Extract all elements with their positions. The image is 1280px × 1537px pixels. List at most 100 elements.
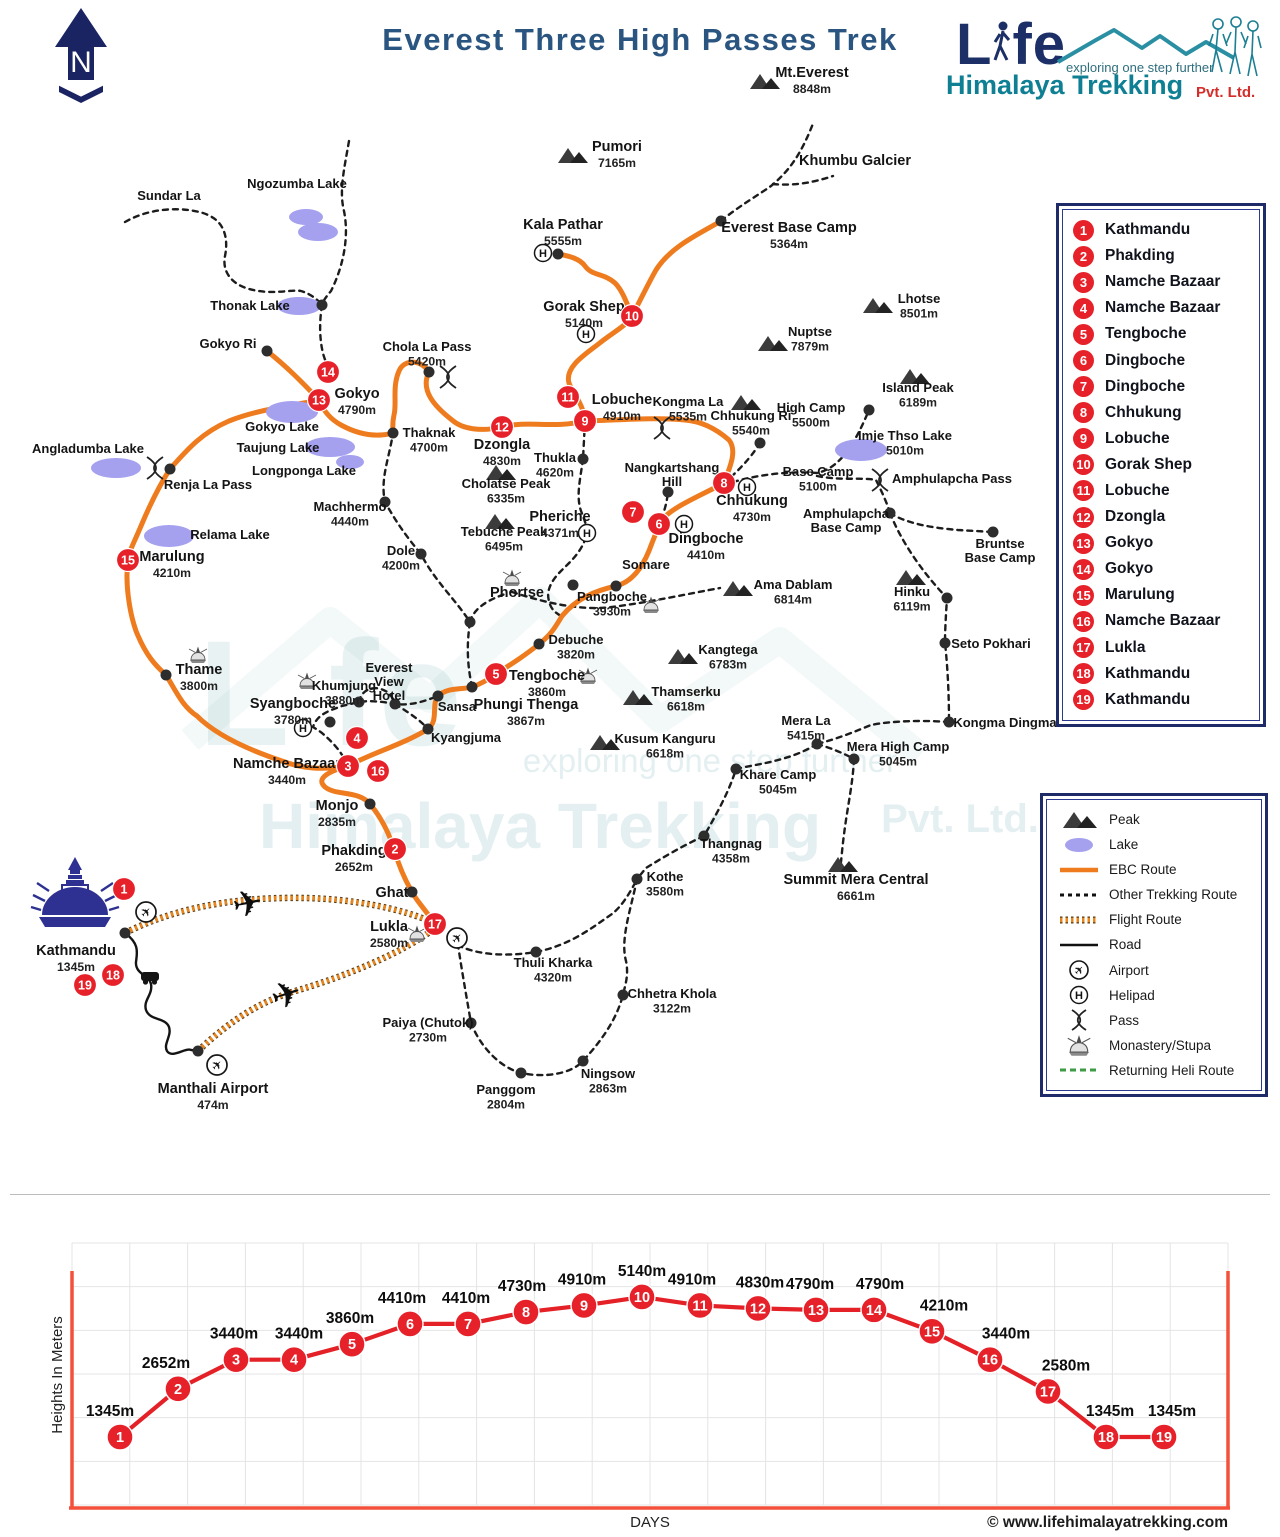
map-label-ngozumba-lake: Ngozumba Lake: [247, 176, 347, 191]
svg-text:Hinku: Hinku: [894, 584, 930, 599]
svg-text:11: 11: [561, 390, 574, 404]
svg-text:1345m: 1345m: [57, 960, 95, 974]
svg-text:4210m: 4210m: [153, 566, 191, 580]
svg-text:3122m: 3122m: [653, 1002, 691, 1016]
day-place-label: Namche Bazaar: [1105, 299, 1221, 317]
svg-text:7165m: 7165m: [598, 156, 636, 170]
map-label-seto-pokhari: Seto Pokhari: [951, 636, 1030, 651]
map-label-relama-lake: Relama Lake: [190, 527, 270, 542]
svg-text:Nangkartshang: Nangkartshang: [625, 460, 720, 475]
map-day-marker-6: 6: [646, 511, 672, 537]
svg-text:4910m: 4910m: [558, 1271, 606, 1288]
svg-text:Thangnag: Thangnag: [700, 836, 762, 851]
svg-text:8: 8: [721, 476, 728, 490]
svg-text:13: 13: [808, 1303, 824, 1319]
legend-item-pass: Pass: [1057, 1008, 1251, 1032]
map-day-marker-12: 12: [489, 414, 515, 440]
svg-text:3440m: 3440m: [268, 773, 306, 787]
svg-text:Monjo: Monjo: [316, 798, 359, 814]
legend-label: Monastery/Stupa: [1109, 1037, 1212, 1053]
svg-text:4910m: 4910m: [603, 409, 641, 423]
map-day-marker-14: 14: [315, 359, 341, 385]
svg-text:Lobuche: Lobuche: [592, 392, 652, 408]
monastery-icon: [502, 569, 522, 587]
svg-text:Pheriche: Pheriche: [529, 509, 590, 525]
day-place-label: Namche Bazaar: [1105, 612, 1221, 630]
svg-text:Ama Dablam: Ama Dablam: [754, 577, 833, 592]
svg-text:Kathmandu: Kathmandu: [36, 943, 116, 959]
day-number-badge: 14: [1073, 558, 1094, 580]
svg-text:Everest: Everest: [366, 660, 414, 675]
logo-tagline: exploring one step further: [1066, 60, 1214, 75]
svg-text:6618m: 6618m: [646, 747, 684, 761]
svg-text:12: 12: [750, 1301, 766, 1317]
svg-text:6618m: 6618m: [667, 700, 705, 714]
map-day-marker-4: 4: [344, 725, 370, 751]
svg-text:Dingboche: Dingboche: [669, 531, 744, 547]
svg-text:5555m: 5555m: [544, 234, 582, 248]
svg-text:4320m: 4320m: [534, 971, 572, 985]
day-number-badge: 7: [1073, 376, 1094, 398]
map-day-marker-11: 11: [555, 384, 581, 410]
map-label-angladumba-lake: Angladumba Lake: [32, 441, 144, 456]
mountain-swoosh-icon: [1056, 28, 1235, 64]
map-day-marker-13: 13: [306, 387, 332, 413]
svg-text:H: H: [1075, 990, 1083, 1002]
svg-text:9: 9: [582, 414, 589, 428]
svg-text:4200m: 4200m: [382, 559, 420, 573]
copyright-text: © www.lifehimalayatrekking.com: [987, 1514, 1228, 1531]
svg-text:2863m: 2863m: [589, 1082, 627, 1096]
svg-text:14: 14: [866, 1303, 882, 1319]
svg-text:Khumbu Galcier: Khumbu Galcier: [799, 153, 911, 169]
day-place-label: Lobuche: [1105, 481, 1170, 499]
svg-text:474m: 474m: [197, 1098, 228, 1112]
route-nodes: [119, 215, 999, 1079]
page-title: Everest Three High Passes Trek: [382, 22, 898, 57]
day-place-label: Kathmandu: [1105, 690, 1191, 708]
svg-text:3930m: 3930m: [593, 605, 631, 619]
svg-text:Sansa: Sansa: [438, 699, 477, 714]
legend-item-other-route: Other Trekking Route: [1057, 883, 1251, 907]
legend-label: Airport: [1109, 962, 1149, 978]
airplane-icon: [265, 971, 308, 1020]
legend-peak-icon: [1057, 808, 1101, 832]
svg-text:4440m: 4440m: [331, 515, 369, 529]
svg-text:Tengboche: Tengboche: [509, 668, 585, 684]
route-lines: [123, 119, 995, 1077]
legend-item-monastery: Monastery/Stupa: [1057, 1033, 1251, 1057]
helipad-icon: [577, 523, 597, 543]
svg-text:1345m: 1345m: [86, 1403, 134, 1420]
legend-item-peak: Peak: [1057, 808, 1251, 832]
legend-label: Other Trekking Route: [1109, 887, 1238, 903]
svg-text:High Camp: High Camp: [777, 400, 846, 415]
svg-text:Kala Pathar: Kala Pathar: [523, 217, 603, 233]
svg-text:3860m: 3860m: [326, 1310, 374, 1327]
day-place-label: Kathmandu: [1105, 221, 1191, 239]
svg-text:Machhermo: Machhermo: [314, 499, 387, 514]
chart-x-axis-label: DAYS: [630, 1514, 670, 1531]
map-day-marker-3: 3: [335, 753, 361, 779]
map-day-marker-19: 19: [72, 972, 98, 998]
svg-text:Amphulapcha: Amphulapcha: [803, 506, 890, 521]
day-place-label: Kathmandu: [1105, 664, 1191, 682]
svg-text:Kothe: Kothe: [647, 869, 684, 884]
